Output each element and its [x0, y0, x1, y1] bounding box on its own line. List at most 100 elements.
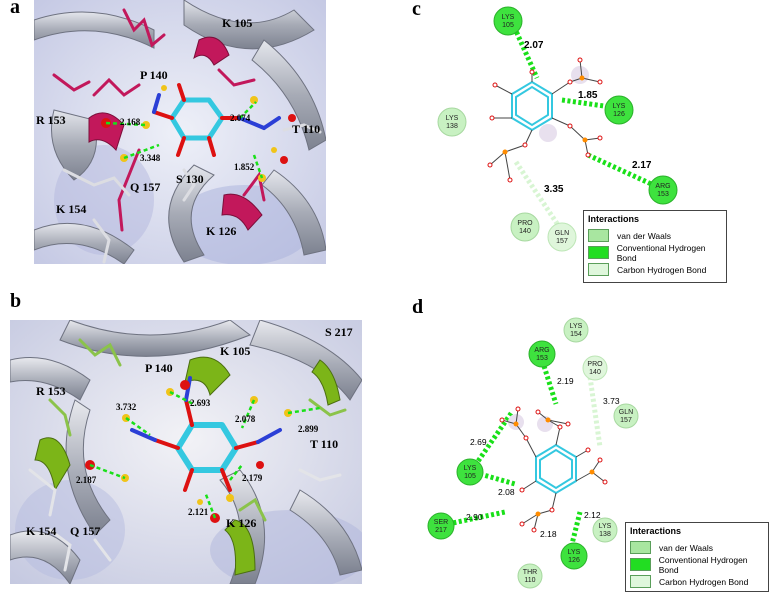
node-label: GLN	[555, 230, 569, 237]
node-label: 154	[570, 331, 582, 338]
node-label: PRO	[587, 361, 603, 368]
legend-panel-c: Interactions van der Waals Conventional …	[583, 210, 727, 283]
node-ser217-d: SER 217	[427, 512, 455, 540]
distance-label-a: 1.852	[234, 162, 255, 172]
node-label: LYS	[502, 14, 515, 21]
distance-label-c: 2.17	[632, 160, 652, 171]
node-label: 140	[589, 369, 601, 376]
distance-label-d: 2.08	[498, 487, 515, 497]
node-label: PRO	[517, 220, 533, 227]
distance-label-d: 2.90	[466, 512, 483, 522]
panel-d-interaction-diagram: LYS 154 ARG 153 PRO 140 GLN 157 LYS 105 …	[427, 317, 639, 589]
node-label: ARG	[534, 347, 549, 354]
distance-label-a: 2.168	[120, 117, 141, 127]
residue-label-a: K 154	[56, 202, 86, 216]
distance-label-d: 2.19	[557, 376, 574, 386]
legend-item: Conventional Hydrogen Bond	[584, 242, 726, 263]
panel-label-d: d	[412, 296, 424, 318]
node-label: LYS	[599, 523, 612, 530]
residue-label-a: K 126	[206, 224, 236, 238]
node-pro140-c: PRO 140	[510, 212, 540, 242]
node-label: 138	[599, 531, 611, 538]
node-arg153-d: ARG 153	[528, 340, 556, 368]
distance-label-b: 2.899	[298, 424, 319, 434]
residue-label-b: P 140	[145, 361, 173, 375]
node-arg153-c: ARG 153	[648, 175, 678, 205]
legend-label: van der Waals	[617, 230, 672, 241]
node-label: LYS	[613, 103, 626, 110]
node-lys105-c: LYS 105	[493, 6, 523, 36]
legend-swatch	[588, 246, 609, 259]
residue-label-a: P 140	[140, 68, 168, 82]
distance-label-d: 2.18	[540, 529, 557, 539]
node-label: GLN	[619, 409, 633, 416]
legend-swatch	[630, 575, 651, 588]
node-label: SER	[434, 519, 448, 526]
legend-item: van der Waals	[584, 227, 726, 244]
distance-label-c: 3.35	[544, 184, 564, 195]
node-lys138-d: LYS 138	[592, 517, 618, 543]
node-thr110-d: THR 110	[517, 563, 543, 589]
residue-label-b: T 110	[310, 437, 338, 451]
node-label: LYS	[568, 549, 581, 556]
residue-label-b: R 153	[36, 384, 66, 398]
distance-label-d: 3.73	[603, 396, 620, 406]
node-label: 153	[536, 355, 548, 362]
legend-title: Interactions	[588, 214, 640, 224]
residue-label-a: Q 157	[130, 180, 160, 194]
distance-label-b: 2.121	[188, 507, 209, 517]
node-lys126-c: LYS 126	[604, 95, 634, 125]
legend-title: Interactions	[630, 526, 682, 536]
distance-label-c: 1.85	[578, 90, 598, 101]
legend-item: Carbon Hydrogen Bond	[584, 261, 726, 278]
node-pro140-d: PRO 140	[582, 355, 608, 381]
legend-item: Conventional Hydrogen Bond	[626, 555, 768, 575]
node-label: LYS	[570, 323, 583, 330]
node-label: 140	[519, 228, 531, 235]
residue-label-b: K 154	[26, 524, 56, 538]
panel-label-c: c	[412, 0, 421, 20]
legend-swatch	[588, 229, 609, 242]
distance-label-d: 2.69	[470, 437, 487, 447]
legend-label: Conventional Hydrogen Bond	[616, 242, 706, 263]
distance-label-b: 2.187	[76, 475, 97, 485]
panel-a-structure: K 105 P 140 R 153 T 110 Q 157 S 130 K 15…	[34, 0, 326, 264]
node-label: 105	[502, 22, 514, 29]
node-lys138-c: LYS 138	[437, 107, 467, 137]
distance-label-b: 2.693	[190, 398, 211, 408]
node-label: 126	[613, 111, 625, 118]
node-label: 217	[435, 527, 447, 534]
node-lys126-d: LYS 126	[560, 542, 588, 570]
node-label: 153	[657, 191, 669, 198]
legend-label: Carbon Hydrogen Bond	[617, 264, 707, 275]
residue-label-a: K 105	[222, 16, 252, 30]
residue-label-b: Q 157	[70, 524, 100, 538]
node-label: 105	[464, 473, 476, 480]
node-lys154-d: LYS 154	[563, 317, 589, 343]
node-label: LYS	[464, 465, 477, 472]
node-gln157-c: GLN 157	[547, 222, 577, 252]
legend-swatch	[630, 558, 651, 571]
legend-swatch	[630, 541, 651, 554]
distance-label-c: 2.07	[524, 40, 544, 51]
node-label: THR	[523, 569, 537, 576]
panel-label-a: a	[10, 0, 20, 18]
node-label: 110	[524, 577, 535, 584]
node-lys105-d: LYS 105	[456, 458, 484, 486]
node-label: 138	[446, 123, 458, 130]
legend-item: van der Waals	[626, 539, 768, 556]
legend-label: van der Waals	[659, 542, 714, 553]
residue-label-b: S 217	[325, 325, 353, 339]
node-label: 157	[620, 417, 632, 424]
legend-panel-d: Interactions van der Waals Conventional …	[625, 522, 769, 592]
residue-label-b: K 105	[220, 344, 250, 358]
distance-label-d: 2.12	[584, 510, 601, 520]
distance-label-b: 2.179	[242, 473, 263, 483]
distance-label-b: 3.732	[116, 402, 137, 412]
residue-label-b: K 126	[226, 516, 256, 530]
node-label: ARG	[655, 183, 670, 190]
node-label: LYS	[446, 115, 459, 122]
panel-c-interaction-diagram: LYS 105 LYS 138 LYS 126 ARG 153 PRO 140 …	[437, 6, 678, 252]
distance-label-b: 2.078	[235, 414, 256, 424]
legend-item: Carbon Hydrogen Bond	[626, 573, 768, 590]
